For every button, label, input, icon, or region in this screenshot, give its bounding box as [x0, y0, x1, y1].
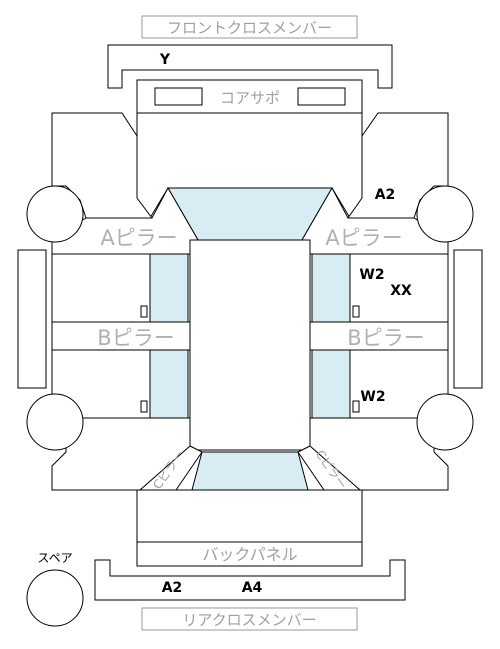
right-headlight[interactable] — [297, 87, 346, 106]
left-side-mirror[interactable] — [17, 249, 47, 389]
rear-window[interactable] — [191, 451, 309, 491]
right-b-pillar[interactable] — [309, 321, 449, 351]
right-front-tire[interactable] — [416, 185, 474, 243]
right-b-pillar-label: Bピラー — [347, 326, 424, 350]
right-side-mirror[interactable] — [453, 249, 483, 389]
left-rear-door-glass[interactable] — [149, 349, 189, 419]
spare-tire-label: スペア — [37, 551, 72, 565]
left-rear-door-handle[interactable] — [140, 400, 148, 413]
right-front-door-glass[interactable] — [311, 253, 351, 323]
right-rear-door-mark: W2 — [360, 389, 385, 405]
right-front-door-handle[interactable] — [352, 305, 360, 318]
left-rear-tire[interactable] — [26, 393, 84, 451]
spare-tire[interactable] — [26, 569, 84, 627]
right-front-door-mark-2: XX — [390, 283, 412, 299]
trunk-lid[interactable] — [136, 489, 363, 543]
rear-cross-member-label-box[interactable] — [141, 607, 358, 631]
right-rear-door-handle[interactable] — [352, 400, 360, 413]
roof[interactable] — [189, 239, 311, 451]
back-panel-label: バックパネル — [202, 545, 297, 564]
right-front-fender-mark: A2 — [375, 187, 396, 203]
front-cross-member-label: フロントクロスメンバー — [167, 19, 332, 37]
rear-cross-member-mark-1: A2 — [162, 580, 183, 596]
left-b-pillar-label: Bピラー — [97, 326, 174, 350]
right-a-pillar-label: Aピラー — [325, 226, 402, 250]
core-support-label: コアサポ — [220, 89, 280, 107]
left-front-door-glass[interactable] — [149, 253, 189, 323]
left-headlight[interactable] — [154, 87, 203, 106]
front-cross-member[interactable] — [107, 44, 393, 89]
right-rear-door-glass[interactable] — [311, 349, 351, 419]
left-front-tire[interactable] — [26, 185, 84, 243]
rear-cross-member-mark-2: A4 — [242, 580, 263, 596]
right-front-door-mark-1: W2 — [359, 267, 384, 283]
left-a-pillar-label: Aピラー — [100, 226, 177, 250]
left-front-door-handle[interactable] — [140, 305, 148, 318]
front-cross-member-label-box[interactable] — [141, 15, 358, 39]
front-cross-member-mark: Y — [159, 52, 171, 68]
right-rear-tire[interactable] — [416, 393, 474, 451]
back-panel[interactable] — [136, 541, 363, 567]
left-b-pillar[interactable] — [51, 321, 191, 351]
rear-cross-member-label: リアクロスメンバー — [182, 611, 316, 629]
rear-cross-member[interactable] — [94, 559, 406, 601]
